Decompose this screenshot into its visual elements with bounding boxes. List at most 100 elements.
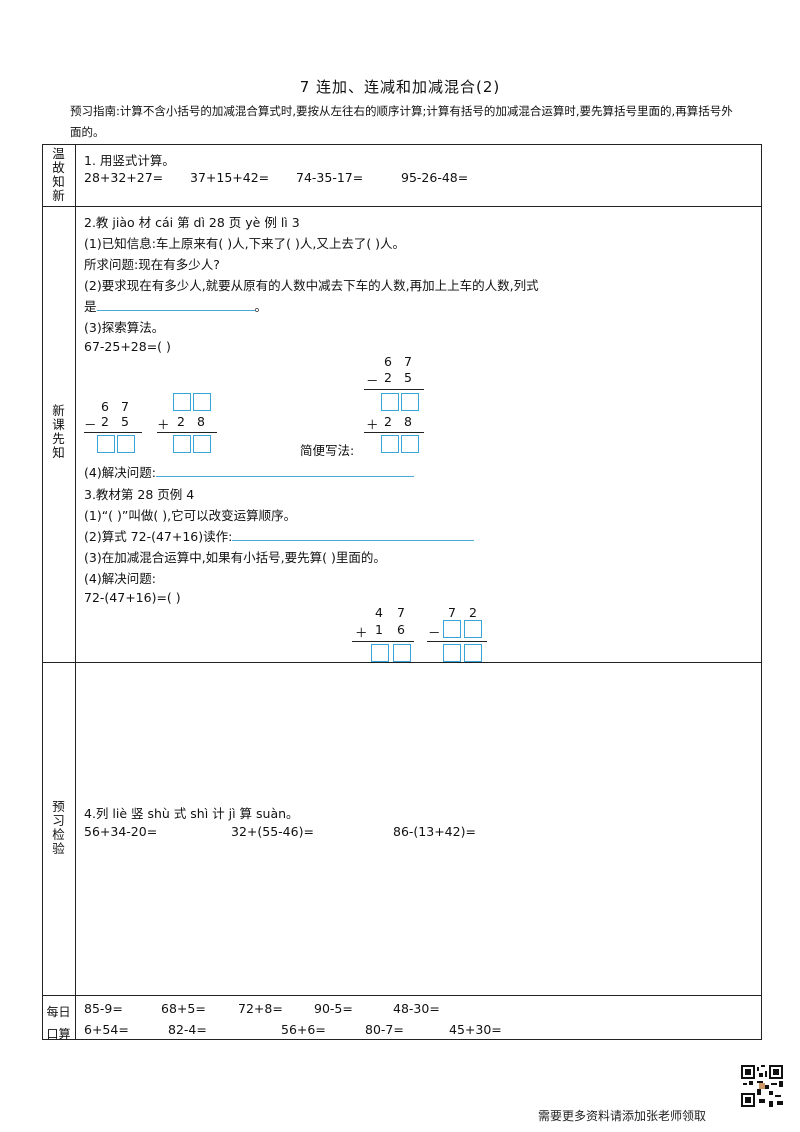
q2-expression-line: 是。 bbox=[84, 296, 267, 315]
q2-solve-label: (4)解决问题: bbox=[84, 465, 156, 480]
column-divider bbox=[75, 144, 76, 1040]
q1-label: 1. 用竖式计算。 bbox=[84, 153, 175, 168]
q2-known-info: (1)已知信息:车上原来有( )人,下来了( )人,又上去了( )人。 bbox=[84, 236, 406, 251]
q2-equation: 67-25+28=( ) bbox=[84, 339, 171, 354]
calc-rule bbox=[427, 641, 487, 642]
calc-rule bbox=[157, 432, 217, 433]
q2-label: 2.教 jiào 材 cái 第 dì 28 页 yè 例 lì 3 bbox=[84, 215, 300, 230]
daily-item: 80-7= bbox=[365, 1022, 404, 1037]
daily-item: 48-30= bbox=[393, 1001, 440, 1016]
daily-item: 90-5= bbox=[314, 1001, 353, 1016]
worksheet-table bbox=[42, 144, 762, 1040]
answer-box[interactable] bbox=[193, 393, 211, 411]
q1-item: 95-26-48= bbox=[401, 170, 469, 185]
daily-item: 72+8= bbox=[238, 1001, 283, 1016]
answer-box[interactable] bbox=[193, 435, 211, 453]
minus-sign: － bbox=[84, 417, 97, 432]
daily-item: 85-9= bbox=[84, 1001, 123, 1016]
answer-box[interactable] bbox=[393, 644, 411, 662]
digit: 7 bbox=[448, 605, 456, 620]
q2-expression-suffix: 。 bbox=[254, 299, 268, 314]
q4-item: 32+(55-46)= bbox=[231, 824, 314, 839]
plus-sign: ＋ bbox=[157, 417, 170, 432]
answer-box[interactable] bbox=[401, 393, 419, 411]
digit: 7 bbox=[404, 354, 412, 369]
digit: 6 bbox=[397, 622, 405, 637]
answer-box[interactable] bbox=[117, 435, 135, 453]
answer-box[interactable] bbox=[443, 620, 461, 638]
calc-rule bbox=[364, 432, 424, 433]
q2-solve-blank[interactable] bbox=[155, 466, 414, 477]
digit: 8 bbox=[197, 414, 205, 429]
q1-item: 28+32+27= bbox=[84, 170, 164, 185]
q2-question: 所求问题:现在有多少人? bbox=[84, 257, 220, 272]
section-label-new: 新课先知 bbox=[52, 403, 65, 460]
section-label-check: 预习检验 bbox=[52, 799, 65, 856]
q3-label: 3.教材第 28 页例 4 bbox=[84, 487, 195, 502]
daily-item: 6+54= bbox=[84, 1022, 129, 1037]
answer-box[interactable] bbox=[173, 393, 191, 411]
q1-item: 74-35-17= bbox=[296, 170, 364, 185]
q3-part3: (3)在加减混合运算中,如果有小括号,要先算( )里面的。 bbox=[84, 550, 386, 565]
q2-solve-line: (4)解决问题: bbox=[84, 462, 414, 481]
answer-box[interactable] bbox=[464, 620, 482, 638]
row-divider bbox=[42, 662, 762, 663]
q4-item: 56+34-20= bbox=[84, 824, 158, 839]
footer-note: 需要更多资料请添加张老师领取 bbox=[538, 1109, 707, 1123]
q3-part4: (4)解决问题: bbox=[84, 571, 156, 586]
daily-item: 68+5= bbox=[161, 1001, 206, 1016]
calc-rule bbox=[84, 432, 142, 433]
q4-label: 4.列 liè 竖 shù 式 shì 计 jì 算 suàn。 bbox=[84, 806, 299, 821]
digit: 7 bbox=[397, 605, 405, 620]
digit: 7 bbox=[121, 399, 129, 414]
digit: 2 bbox=[384, 370, 392, 385]
preview-guide: 预习指南:计算不含小括号的加减混合算式时,要按从左往右的顺序计算;计算有括号的加… bbox=[70, 104, 733, 139]
digit: 5 bbox=[404, 370, 412, 385]
daily-item: 82-4= bbox=[168, 1022, 207, 1037]
page-title: 7 连加、连减和加减混合(2) bbox=[299, 78, 501, 96]
calc-rule bbox=[352, 641, 414, 642]
q2-answer-blank[interactable] bbox=[96, 300, 255, 311]
qr-code-icon bbox=[741, 1065, 783, 1107]
answer-box[interactable] bbox=[97, 435, 115, 453]
minus-sign: － bbox=[428, 625, 441, 640]
q3-part2: (2)算式 72-(47+16)读作: bbox=[84, 529, 233, 544]
answer-box[interactable] bbox=[173, 435, 191, 453]
q3-read-blank[interactable] bbox=[232, 530, 475, 541]
digit: 6 bbox=[101, 399, 109, 414]
section-label-daily: 每日口算 bbox=[46, 1005, 71, 1041]
answer-box[interactable] bbox=[464, 644, 482, 662]
answer-box[interactable] bbox=[443, 644, 461, 662]
digit: 2 bbox=[384, 414, 392, 429]
q1-item: 37+15+42= bbox=[190, 170, 270, 185]
digit: 6 bbox=[384, 354, 392, 369]
simple-form-label: 简便写法: bbox=[300, 443, 355, 458]
daily-item: 56+6= bbox=[281, 1022, 326, 1037]
row-divider bbox=[42, 995, 762, 996]
digit: 2 bbox=[101, 414, 109, 429]
section-label-review: 温故知新 bbox=[52, 146, 65, 203]
minus-sign: － bbox=[366, 373, 379, 388]
digit: 4 bbox=[375, 605, 383, 620]
row-divider bbox=[42, 206, 762, 207]
answer-box[interactable] bbox=[381, 393, 399, 411]
digit: 8 bbox=[404, 414, 412, 429]
plus-sign: ＋ bbox=[366, 417, 379, 432]
q3-equation: 72-(47+16)=( ) bbox=[84, 590, 181, 605]
digit: 2 bbox=[177, 414, 185, 429]
q3-part1: (1)“( )”叫做( ),它可以改变运算顺序。 bbox=[84, 508, 297, 523]
daily-item: 45+30= bbox=[449, 1022, 502, 1037]
digit: 2 bbox=[469, 605, 477, 620]
calc-rule bbox=[364, 389, 424, 390]
q2-expression-prefix: 是 bbox=[84, 299, 97, 314]
digit: 5 bbox=[121, 414, 129, 429]
answer-box[interactable] bbox=[381, 435, 399, 453]
answer-box[interactable] bbox=[371, 644, 389, 662]
plus-sign: ＋ bbox=[355, 625, 368, 640]
answer-box[interactable] bbox=[401, 435, 419, 453]
q2-part2: (2)要求现在有多少人,就要从原有的人数中减去下车的人数,再加上上车的人数,列式 bbox=[84, 278, 539, 293]
digit: 1 bbox=[375, 622, 383, 637]
q4-item: 86-(13+42)= bbox=[393, 824, 476, 839]
q2-part3: (3)探索算法。 bbox=[84, 320, 165, 335]
q3-part2-line: (2)算式 72-(47+16)读作: bbox=[84, 526, 475, 545]
